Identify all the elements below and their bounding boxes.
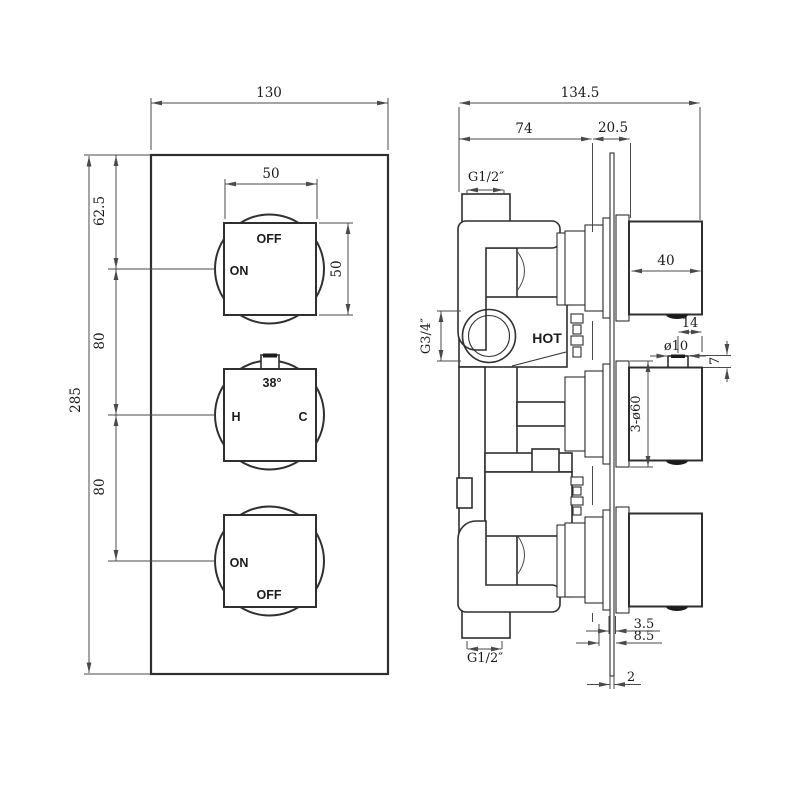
- side-port-arc-top: [516, 250, 525, 292]
- side-dim-knob-depth-label: 40: [657, 253, 674, 269]
- side-outlet-threads-lower: [570, 476, 584, 516]
- front-knob-mid-square: [223, 368, 317, 462]
- front-knob-top-on-label: ON: [230, 264, 249, 278]
- side-trim-ring-mid: [615, 360, 630, 468]
- side-g34-boss-outer: [461, 308, 517, 364]
- side-dim-top: 134.5 74 20.5: [458, 85, 701, 622]
- side-dim-pin: 14 ø10 7: [650, 316, 731, 382]
- side-dim-trim-label: 3-ø60: [629, 395, 644, 432]
- side-outlet-threads-upper: [570, 313, 584, 358]
- side-dim-protrusion-label: 20.5: [598, 120, 628, 136]
- side-bottom-port-label: G1/2″: [467, 651, 503, 666]
- side-dim-body-depth-label: 74: [515, 121, 532, 137]
- front-knob-top-square: [223, 222, 317, 316]
- side-knob-top-notch: [666, 314, 688, 320]
- front-dim-height-label: 285: [68, 387, 84, 413]
- front-dim-width-label: 130: [256, 85, 282, 101]
- side-top-port-label: G1/2″: [468, 170, 504, 185]
- front-knob-mid-cold-label: C: [298, 410, 307, 424]
- side-left-column: [458, 366, 486, 546]
- front-knob-mid: 38° H C: [214, 353, 325, 471]
- side-trim-ring-top: [615, 214, 630, 322]
- side-thermostat-stub: [516, 401, 566, 427]
- side-knob-top: [628, 220, 703, 316]
- front-view: OFF ON 38° H C ON OFF 130: [68, 85, 390, 676]
- front-knob-bottom: ON OFF: [214, 505, 325, 617]
- side-knob-bottom: [628, 512, 703, 608]
- front-knob-mid-temp-label: 38°: [263, 376, 282, 390]
- front-dim-pitch-upper-label: 80: [92, 332, 108, 349]
- front-dim-knob-height-label: 50: [329, 260, 345, 277]
- side-dim-knob-depth: 40: [631, 253, 701, 274]
- side-side-port-label: G3/4″: [419, 318, 434, 354]
- side-top-inlet-port: [461, 193, 511, 223]
- side-wall-plate: [609, 152, 615, 677]
- side-dim-overall-label: 134.5: [561, 85, 600, 101]
- side-port-arc-bottom: [516, 534, 525, 576]
- front-dim-knob-size: 50 50: [224, 166, 353, 316]
- front-dim-height-chain: 285 62.5 80 80: [68, 154, 215, 675]
- side-hot-block-chamfer: [511, 351, 567, 367]
- front-dim-pitch-lower-label: 80: [92, 478, 108, 495]
- side-hot-label: HOT: [532, 330, 562, 346]
- front-knob-mid-hot-label: H: [231, 410, 240, 424]
- front-knob-bottom-on-label: ON: [230, 556, 249, 570]
- side-trim-ring-bottom: [615, 506, 630, 614]
- side-bottom-inlet-port: [461, 609, 511, 639]
- side-dim-flange-depth-label: 8.5: [634, 629, 655, 644]
- side-station-mid: [564, 354, 703, 468]
- side-knob-bottom-notch: [666, 606, 688, 612]
- side-knob-mid-notch: [666, 460, 688, 465]
- front-dim-knob-width-label: 50: [262, 166, 279, 182]
- front-dim-top-offset-label: 62.5: [92, 196, 108, 226]
- side-station-top: [564, 214, 703, 322]
- side-view: HOT 134.5 74 20.5 40 14: [419, 85, 731, 689]
- front-knob-top: OFF ON: [214, 213, 325, 325]
- side-dim-plate: 3.5 8.5 2: [576, 616, 662, 689]
- side-dim-flange-thickness-label: 3.5: [634, 617, 655, 632]
- side-g34-boss-inner: [467, 314, 511, 358]
- side-override-button-cap: [671, 354, 685, 358]
- side-dim-pin-dia-label: ø10: [664, 339, 688, 354]
- front-knob-bottom-square: [223, 514, 317, 608]
- front-dim-width: 130: [150, 85, 389, 150]
- side-knob-mid: [628, 366, 703, 462]
- front-knob-top-off-label: OFF: [257, 232, 282, 246]
- side-dim-plate-thickness-label: 2: [627, 670, 635, 685]
- front-knob-bottom-off-label: OFF: [257, 588, 282, 602]
- side-port-labels: G1/2″ G1/2″ G3/4″: [419, 170, 505, 666]
- side-left-stub: [456, 477, 473, 509]
- side-dim-pin-offset-label: 14: [682, 316, 699, 331]
- side-top-elbow: [457, 220, 561, 351]
- front-knob-mid-button-cap: [263, 353, 277, 358]
- side-dim-trim: 3-ø60: [629, 360, 653, 468]
- side-dim-pin-height-label: 7: [708, 357, 723, 365]
- side-station-bottom: [564, 506, 703, 614]
